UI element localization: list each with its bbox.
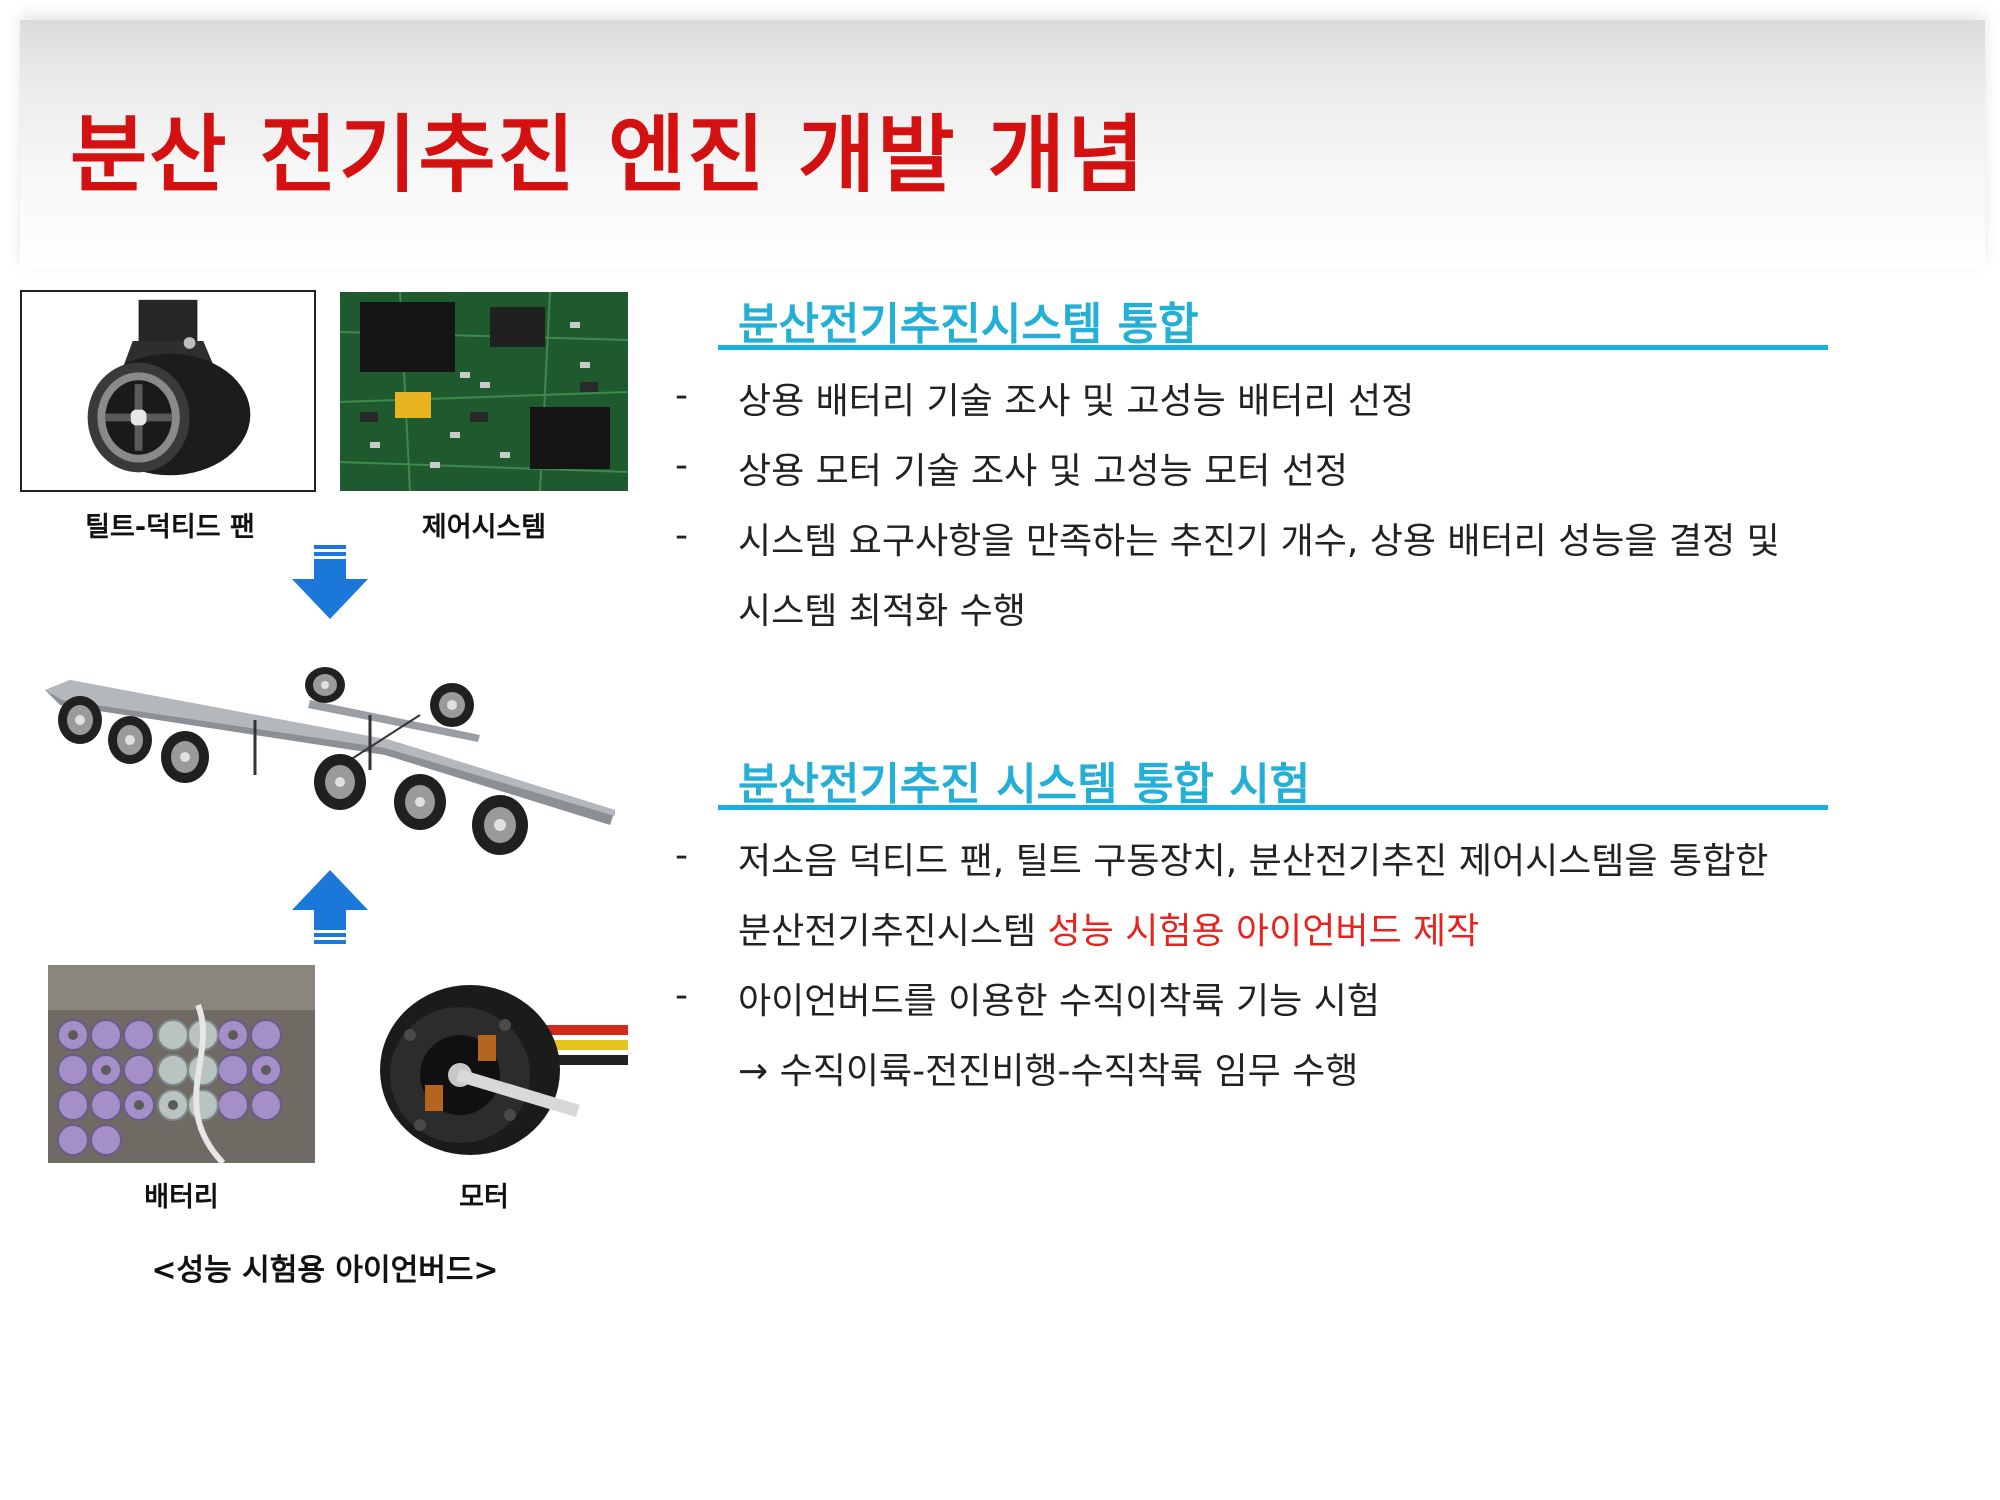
caption-motor: 모터: [459, 1182, 509, 1213]
arrow-down-icon: [290, 545, 370, 620]
bullet-text: 저소음 덕티드 팬, 틸트 구동장치, 분산전기추진 제어시스템을 통합한: [738, 841, 1769, 882]
bullet-continuation: 분산전기추진시스템 성능 시험용 아이언버드 제작: [738, 902, 1479, 954]
bullet-text: 시스템 요구사항을 만족하는 추진기 개수, 상용 배터리 성능을 결정 및: [738, 521, 1780, 562]
motor-photo: [340, 965, 628, 1163]
section-rule: [718, 345, 1828, 350]
bullet-text: 상용 모터 기술 조사 및 고성능 모터 선정: [738, 451, 1349, 492]
section-heading-integration: 분산전기추진시스템 통합: [738, 299, 1199, 350]
caption-tilt-ducted-fan: 틸트-덕티드 팬: [85, 512, 255, 543]
slide-title: 분산 전기추진 엔진 개발 개념: [70, 106, 1147, 204]
control-system-photo: [340, 292, 628, 491]
bullet-continuation: 시스템 최적화 수행: [738, 591, 1026, 632]
bullet-dash: -: [675, 975, 688, 1016]
bullet-dash: -: [675, 515, 688, 556]
slide-header: [20, 20, 1985, 270]
caption-control-system: 제어시스템: [421, 512, 547, 543]
battery-photo: [48, 965, 315, 1163]
bullet-continuation: → 수직이륙-전진비행-수직착륙 임무 수행: [738, 1051, 1359, 1092]
section-heading-integration-test: 분산전기추진 시스템 통합 시험: [738, 759, 1311, 810]
bullet-dash: -: [675, 375, 688, 416]
bullet-text: 상용 배터리 기술 조사 및 고성능 배터리 선정: [738, 381, 1415, 422]
bullet-continuation-text: 분산전기추진시스템: [738, 911, 1048, 952]
arrow-up-icon: [290, 870, 370, 945]
bullet-dash: -: [675, 835, 688, 876]
bullet-text: 아이언버드를 이용한 수직이착륙 기능 시험: [738, 981, 1380, 1022]
caption-ironbird: <성능 시험용 아이언버드>: [151, 1253, 499, 1288]
caption-battery: 배터리: [144, 1182, 219, 1213]
ironbird-photo: [40, 660, 620, 865]
section-rule: [718, 805, 1828, 810]
highlight-text: 성능 시험용 아이언버드 제작: [1047, 911, 1480, 952]
tilt-ducted-fan-photo: [20, 290, 316, 492]
bullet-dash: -: [675, 445, 688, 486]
